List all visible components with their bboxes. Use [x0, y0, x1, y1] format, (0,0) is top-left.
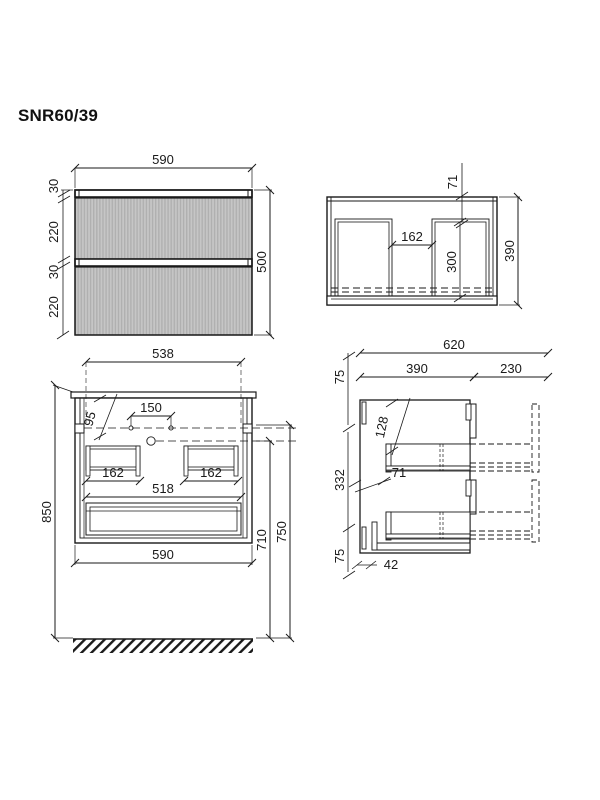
dim-label: 162 — [200, 465, 222, 480]
dim-side-128: 128 — [372, 397, 411, 456]
dim-section-95: 95 — [81, 393, 118, 441]
page-title: SNR60/39 — [18, 106, 99, 125]
dim-label: 30 — [46, 265, 61, 279]
dim-section-750: 750 — [256, 420, 295, 643]
dim-plan-300: 300 — [444, 217, 467, 303]
dim-label: 300 — [444, 251, 459, 273]
view-front-elevation — [74, 189, 253, 336]
dim-section-162-left: 162 — [81, 465, 145, 486]
dim-section-150: 150 — [126, 400, 176, 426]
dim-label: 390 — [406, 361, 428, 376]
dim-label: 95 — [81, 410, 99, 428]
dim-label: 75 — [332, 370, 347, 384]
dim-label: 538 — [152, 346, 174, 361]
view-plan — [326, 196, 498, 306]
dim-plan-71: 71 — [445, 163, 469, 229]
dim-plan-162: 162 — [387, 229, 437, 250]
dim-front-width-590: 590 — [70, 152, 257, 188]
dim-side-71: 71 — [348, 465, 406, 493]
dim-section-162-right: 162 — [179, 465, 243, 486]
dim-label: 710 — [254, 529, 269, 551]
dim-front-height-500: 500 — [254, 185, 275, 340]
dim-side-230: 230 — [469, 361, 553, 382]
view-front-section — [70, 391, 300, 544]
dim-label: 71 — [445, 175, 460, 189]
dim-label: 518 — [152, 481, 174, 496]
dim-plan-390: 390 — [499, 192, 523, 310]
dim-label: 850 — [39, 501, 54, 523]
dim-label: 30 — [46, 179, 61, 193]
dim-side-75-top: 75 — [332, 351, 356, 433]
dim-section-538: 538 — [81, 346, 246, 424]
dim-section-518: 518 — [81, 481, 246, 502]
dim-label: 220 — [46, 221, 61, 243]
dim-label: 128 — [372, 415, 391, 439]
dim-side-332: 332 — [332, 432, 356, 533]
dim-front-stack: 30 220 30 220 — [46, 179, 73, 340]
dim-label: 500 — [254, 251, 269, 273]
dim-label: 162 — [102, 465, 124, 480]
dim-label: 162 — [401, 229, 423, 244]
dim-label: 590 — [152, 547, 174, 562]
dim-side-42: 42 — [351, 557, 398, 572]
dim-side-390: 390 — [355, 361, 479, 382]
dim-label: 332 — [332, 469, 347, 491]
dim-label: 71 — [392, 465, 406, 480]
dim-section-590: 590 — [70, 545, 257, 568]
dim-side-75-bottom: 75 — [332, 525, 356, 580]
dim-label: 750 — [274, 521, 289, 543]
dim-label: 620 — [443, 337, 465, 352]
dim-section-850: 850 — [39, 380, 74, 643]
dim-label: 220 — [46, 296, 61, 318]
dim-label: 150 — [140, 400, 162, 415]
dim-label: 230 — [500, 361, 522, 376]
dim-side-620: 620 — [355, 337, 553, 358]
dim-section-710: 710 — [254, 436, 275, 643]
floor-hatch — [73, 638, 253, 653]
dim-label: 42 — [384, 557, 398, 572]
dim-label: 590 — [152, 152, 174, 167]
dim-label: 390 — [502, 240, 517, 262]
dim-label: 75 — [332, 549, 347, 563]
view-side-section — [359, 399, 540, 554]
